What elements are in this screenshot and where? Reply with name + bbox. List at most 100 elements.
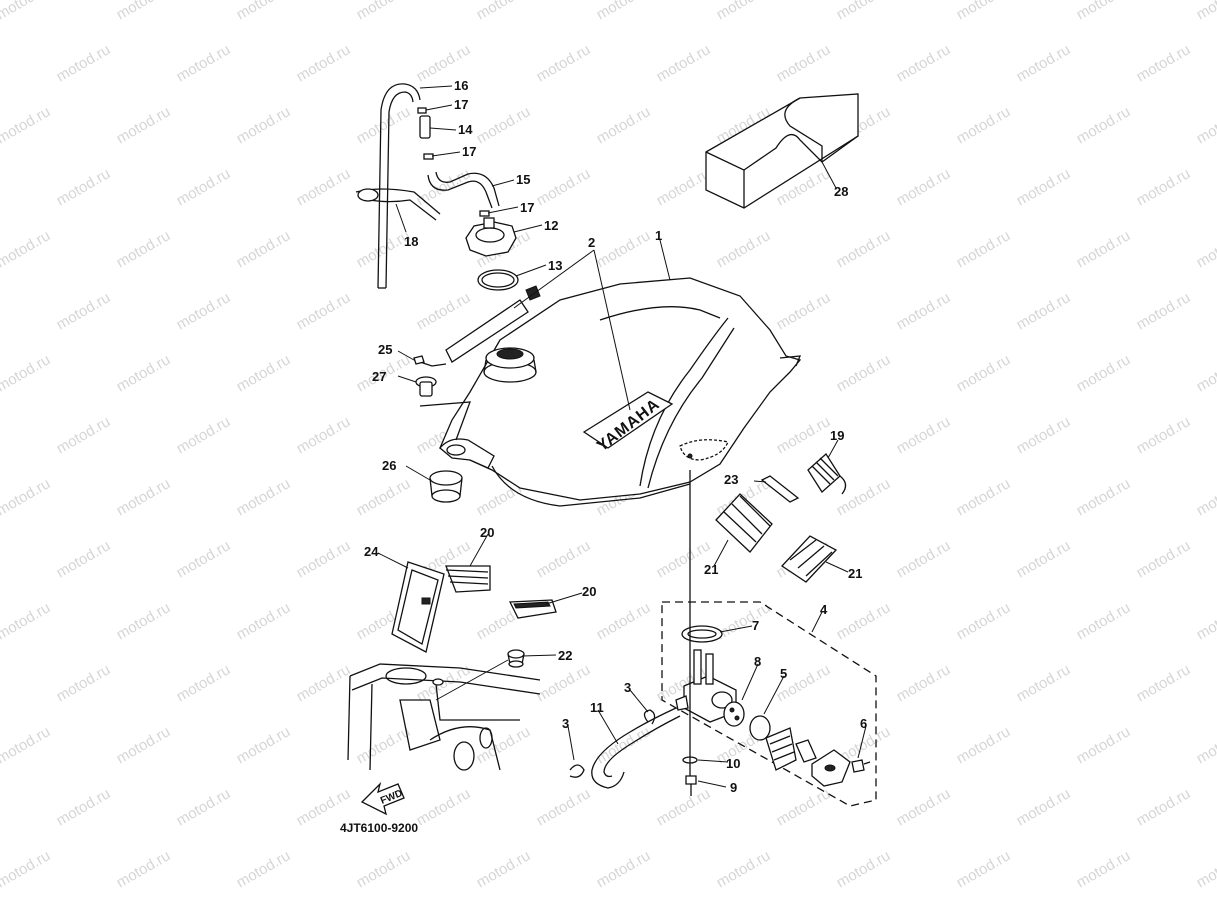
clip-17-mid: [423, 153, 434, 160]
watermark-text: motod.ru: [1134, 289, 1194, 333]
callout-c18: 18: [404, 234, 418, 249]
watermark-text: motod.ru: [174, 289, 234, 333]
watermark-text: motod.ru: [774, 289, 834, 333]
damper-19: [807, 453, 847, 495]
callout-c21a: 21: [704, 562, 718, 577]
watermark-text: motod.ru: [654, 41, 714, 85]
watermark-text: motod.ru: [234, 599, 294, 643]
watermark-text: motod.ru: [174, 165, 234, 209]
watermark-text: motod.ru: [114, 723, 174, 767]
watermark-text: motod.ru: [54, 413, 114, 457]
watermark-text: motod.ru: [1134, 165, 1194, 209]
watermark-text: motod.ru: [774, 785, 834, 829]
watermark-text: motod.ru: [834, 227, 894, 271]
watermark-text: motod.ru: [954, 475, 1014, 519]
watermark-text: motod.ru: [354, 0, 414, 23]
frame-section: [347, 663, 541, 771]
watermark-text: motod.ru: [1074, 723, 1134, 767]
hose-clip-3-upper: [643, 709, 656, 725]
watermark-text: motod.ru: [114, 847, 174, 891]
watermark-text: motod.ru: [954, 227, 1014, 271]
watermark-text: motod.ru: [1134, 41, 1194, 85]
fuel-cap-12: [465, 217, 517, 257]
watermark-text: motod.ru: [534, 165, 594, 209]
callout-c28: 28: [834, 184, 848, 199]
breather-hose-15: [427, 174, 493, 209]
watermark-text: motod.ru: [714, 847, 774, 891]
watermark-text: motod.ru: [954, 0, 1014, 23]
watermark-text: motod.ru: [114, 227, 174, 271]
watermark-text: motod.ru: [894, 289, 954, 333]
watermark-text: motod.ru: [294, 289, 354, 333]
watermark-text: motod.ru: [174, 661, 234, 705]
watermark-text: motod.ru: [1074, 475, 1134, 519]
filler-neck: [483, 347, 537, 383]
watermark-text: motod.ru: [834, 351, 894, 395]
callout-c21b: 21: [848, 566, 862, 581]
watermark-text: motod.ru: [474, 0, 534, 23]
breather-hose-assembly: [355, 83, 500, 289]
damper-20-upper: [445, 565, 491, 593]
watermark-text: motod.ru: [774, 413, 834, 457]
watermark-text: motod.ru: [234, 103, 294, 147]
callout-c11: 11: [590, 700, 604, 715]
watermark-text: motod.ru: [1074, 599, 1134, 643]
bolt-9: [685, 775, 697, 796]
watermark-text: motod.ru: [174, 537, 234, 581]
emblem-strip: [445, 299, 529, 363]
callout-c5: 5: [780, 666, 787, 681]
callout-c17b: 17: [462, 144, 476, 159]
callout-c19: 19: [830, 428, 844, 443]
watermark-text: motod.ru: [54, 289, 114, 333]
callout-c16: 16: [454, 78, 468, 93]
watermark-text: motod.ru: [954, 723, 1014, 767]
watermark-text: motod.ru: [54, 41, 114, 85]
watermark-text: motod.ru: [894, 41, 954, 85]
callout-c4: 4: [820, 602, 828, 617]
callout-c15: 15: [516, 172, 530, 187]
watermark-text: motod.ru: [894, 537, 954, 581]
watermark-text: motod.ru: [1074, 103, 1134, 147]
callout-c1: 1: [655, 228, 662, 243]
damper-26: [429, 470, 463, 503]
watermark-text: motod.ru: [1134, 661, 1194, 705]
watermark-text: motod.ru: [294, 413, 354, 457]
watermark-text: motod.ru: [114, 103, 174, 147]
watermark-text: motod.ru: [594, 0, 654, 23]
damper-21-left: [715, 493, 773, 553]
clip-17-top: [417, 107, 427, 114]
watermark-text: motod.ru: [114, 475, 174, 519]
callout-c24: 24: [364, 544, 379, 559]
watermark-text: motod.ru: [714, 227, 774, 271]
fuel-cock-body: [675, 649, 737, 723]
watermark-text: motod.ru: [1014, 41, 1074, 85]
callout-c22: 22: [558, 648, 572, 663]
watermark-text: motod.ru: [1014, 289, 1074, 333]
watermark-text: motod.ru: [234, 351, 294, 395]
callout-c25: 25: [378, 342, 392, 357]
watermark-text: motod.ru: [1134, 537, 1194, 581]
watermark-text: motod.ru: [774, 41, 834, 85]
watermark-text: motod.ru: [474, 847, 534, 891]
cap-gasket-13: [477, 269, 519, 291]
watermark-text: motod.ru: [294, 41, 354, 85]
fuel-hose-11: [591, 707, 677, 789]
callout-c20a: 20: [480, 525, 494, 540]
watermark-text: motod.ru: [234, 0, 294, 23]
callout-labels: 1233456789101112131415161717171819202021…: [364, 78, 867, 795]
clip-17-low: [479, 210, 490, 217]
watermark-text: motod.ru: [54, 165, 114, 209]
callout-c6: 6: [860, 716, 867, 731]
watermark-text: motod.ru: [234, 723, 294, 767]
watermark-text: motod.ru: [294, 165, 354, 209]
watermark-text: motod.ru: [0, 103, 53, 147]
callout-c13: 13: [548, 258, 562, 273]
watermark-text: motod.ru: [54, 785, 114, 829]
watermark-text: motod.ru: [174, 41, 234, 85]
watermark-text: motod.ru: [1074, 847, 1134, 891]
watermark-text: motod.ru: [354, 847, 414, 891]
watermark-text: motod.ru: [1194, 227, 1217, 271]
lever-assy: [765, 727, 851, 787]
